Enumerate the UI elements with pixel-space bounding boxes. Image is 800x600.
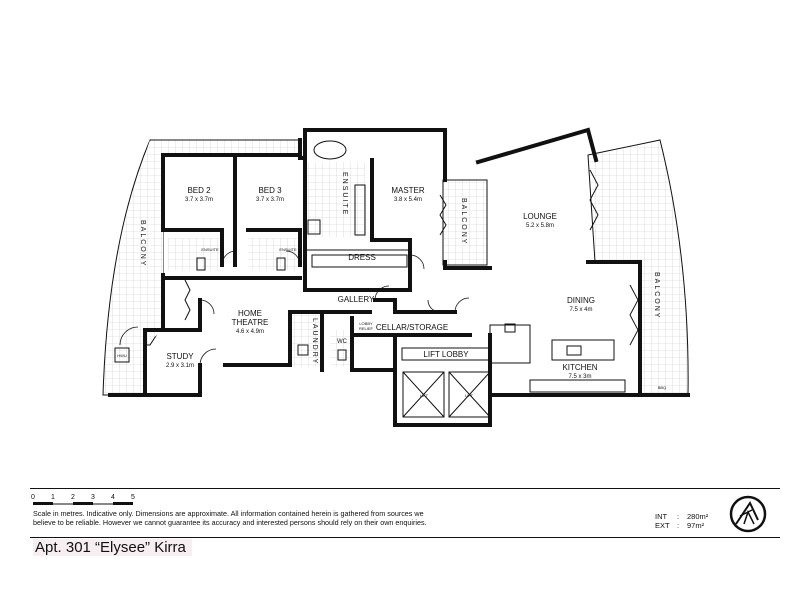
scale-tick-1: 1 — [51, 494, 55, 501]
scale-bar: 0 1 2 3 4 5 — [31, 494, 135, 505]
middle-balcony — [442, 179, 488, 266]
bed2-ensuite-label: ENSUITE — [201, 247, 219, 252]
study-name: STUDY — [166, 352, 194, 361]
scale-tick-4: 4 — [111, 494, 115, 501]
bed2-name: BED 2 — [187, 186, 211, 195]
disclaimer: Scale in metres. Indicative only. Dimens… — [33, 509, 503, 527]
dining-name: DINING — [567, 296, 595, 305]
bed3-dims: 3.7 x 3.7m — [256, 197, 284, 203]
doors — [119, 250, 470, 366]
master-name: MASTER — [391, 186, 425, 195]
balcony-left-label: BALCONY — [139, 220, 146, 267]
title-divider — [30, 537, 780, 538]
detail-lines — [114, 140, 626, 418]
study-dims: 2.9 x 3.1m — [166, 363, 194, 369]
home-theatre-dims: 4.6 x 4.9m — [236, 329, 264, 335]
ext-value: 97m² — [687, 521, 705, 530]
gallery-label: GALLERY — [338, 295, 375, 304]
wc-floor — [330, 330, 352, 367]
kitchen-name: KITCHEN — [562, 363, 597, 372]
dress-label: DRESS — [348, 253, 376, 262]
exterior-walls — [108, 127, 690, 397]
ensuite-floor — [305, 162, 365, 237]
laundry-floor — [292, 312, 322, 367]
scale-tick-2: 2 — [71, 494, 75, 501]
listing-title: Apt. 301 “Elysee” Kirra — [33, 539, 192, 556]
disclaimer-line-1: Scale in metres. Indicative only. Dimens… — [33, 509, 424, 518]
ensuite-label: ENSUITE — [341, 172, 348, 216]
lounge-dims: 5.2 x 5.8m — [526, 223, 554, 229]
footer-divider — [30, 488, 780, 489]
north-compass-icon — [729, 495, 767, 533]
bed2-dims: 3.7 x 3.7m — [185, 197, 213, 203]
bed3-ensuite-floor — [248, 238, 300, 270]
lobby-relief-1: LOBBY — [359, 321, 373, 326]
lift-2-label: LIFT — [465, 393, 474, 398]
scale-tick-0: 0 — [31, 494, 35, 501]
int-label: INT — [655, 512, 668, 521]
scale-tick-3: 3 — [91, 494, 95, 501]
laundry-label: LAUNDRY — [311, 318, 318, 365]
lobby-relief-2: RELIEF — [359, 326, 374, 331]
bbq-label: BBQ — [658, 385, 666, 390]
bed3-ensuite-label: ENSUITE — [279, 247, 297, 252]
bed3-name: BED 3 — [258, 186, 282, 195]
scale-tick-5: 5 — [131, 494, 135, 501]
disclaimer-line-2: believe to be reliable. However we canno… — [33, 518, 427, 527]
hwu-label: HWU — [117, 353, 127, 358]
master-dims: 3.8 x 5.4m — [394, 197, 422, 203]
ext-label: EXT — [655, 521, 670, 530]
wc-label: WC — [337, 339, 348, 345]
lift-lobby-label: LIFT LOBBY — [423, 350, 469, 359]
cellar-label: CELLAR/STORAGE — [376, 323, 448, 332]
lift-1-label: LIFT — [420, 393, 429, 398]
area-summary: INT : 280m² EXT : 97m² — [655, 512, 709, 530]
dining-dims: 7.5 x 4m — [569, 307, 592, 313]
lounge-name: LOUNGE — [523, 212, 557, 221]
home-theatre-name-1: HOME — [238, 309, 262, 318]
balcony-middle-label: BALCONY — [460, 198, 467, 245]
balcony-right-label: BALCONY — [653, 272, 660, 319]
int-value: 280m² — [687, 512, 709, 521]
kitchen-dims: 7.5 x 3m — [568, 374, 591, 380]
home-theatre-name-2: THEATRE — [232, 318, 269, 327]
sliding-doors — [184, 169, 639, 346]
bed2-ensuite-floor — [168, 238, 220, 270]
